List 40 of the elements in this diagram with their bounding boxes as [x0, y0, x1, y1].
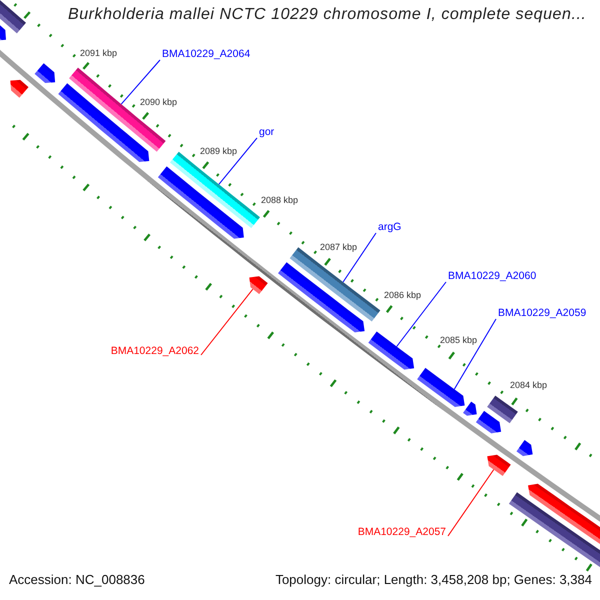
gene-pentagon [368, 332, 414, 370]
gene-label: BMA10229_A2059 [498, 308, 586, 318]
scale-label: 2088 kbp [261, 196, 298, 205]
leader-line [454, 318, 496, 390]
gene-pentagon [487, 454, 511, 476]
gene-label: BMA10229_A2064 [162, 49, 250, 60]
scale-label: 2086 kbp [384, 291, 422, 300]
leader-line [396, 282, 446, 347]
scale-label: 2090 kbp [140, 98, 178, 107]
accession-label: Accession: NC_008836 [9, 573, 145, 586]
gene-label: BMA10229_A2060 [448, 271, 536, 282]
leader-line [342, 232, 376, 282]
gene-pentagon [0, 25, 6, 40]
gene-bar [0, 0, 26, 34]
leader-line [448, 469, 494, 536]
gene-pentagon [417, 368, 465, 407]
leader-line [200, 288, 254, 356]
scale-label: 2087 kbp [320, 243, 358, 252]
gene-pentagon [463, 402, 477, 416]
gene-bar [487, 396, 518, 424]
gene-pentagon [158, 166, 244, 239]
scale-label: 2091 kbp [80, 49, 118, 58]
gene-pentagon [476, 410, 502, 434]
gene-label: gor [259, 127, 274, 138]
gene-label: BMA10229_A2062 [110, 346, 199, 356]
gene-pentagon [278, 262, 365, 332]
scale-label: 2085 kbp [440, 336, 478, 345]
gene-bar [508, 492, 600, 568]
gene-label: argG [378, 222, 402, 232]
gene-pentagon [10, 80, 28, 98]
gene-label: BMA10229_A2057 [358, 527, 446, 538]
gene-pentagon [516, 440, 533, 456]
scale-label: 2089 kbp [200, 147, 238, 156]
scale-label: 2084 kbp [510, 381, 548, 390]
gene-pentagon [249, 276, 268, 294]
gene-pentagon [528, 484, 600, 544]
gene-pentagon [34, 63, 56, 83]
leader-line [218, 138, 258, 185]
title: Burkholderia mallei NCTC 10229 chromosome I, complete sequen... [68, 7, 586, 23]
genome-info-label: Topology: circular; Length: 3,458,208 bp; Genes: 3,384 [275, 573, 592, 586]
